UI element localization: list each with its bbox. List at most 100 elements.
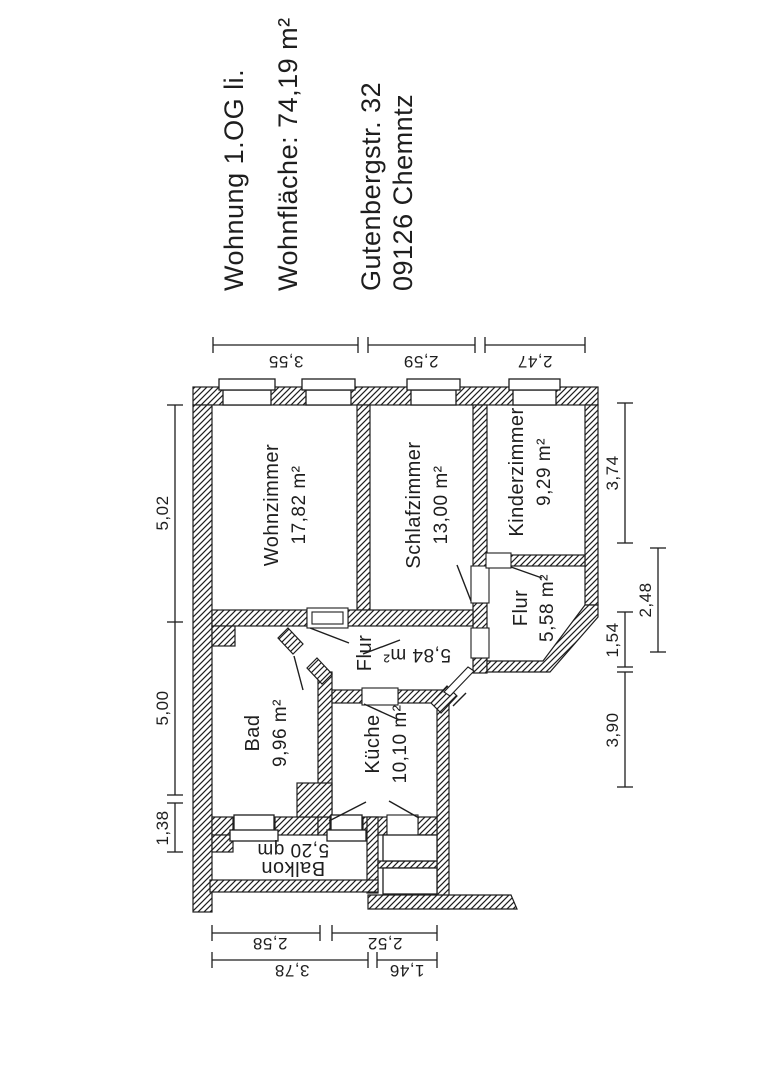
wall-segment	[211, 625, 236, 647]
street-label: Gutenbergstr. 32	[356, 82, 386, 291]
stair-boxes	[382, 834, 438, 895]
dim-top-3: 2,47	[517, 352, 552, 371]
wall-segment	[472, 404, 488, 569]
door-swing-lines	[293, 564, 543, 822]
stair-box	[382, 867, 438, 895]
room-label-kueche: Küche 10,10 m²	[362, 705, 411, 784]
wall-segment	[274, 816, 319, 836]
door-opening	[361, 687, 399, 706]
window-symbol	[229, 814, 279, 842]
window-symbol	[301, 378, 356, 406]
wall-segment	[366, 816, 379, 894]
room-label-flur-klein: Flur 5,58 m²	[510, 574, 558, 642]
dim-bottom-2b: 1,46	[389, 961, 424, 980]
wall-segment	[472, 602, 488, 631]
door-swing-line	[309, 627, 350, 644]
door-opening	[311, 611, 344, 625]
city-label: 09126 Chemntz	[388, 94, 418, 291]
door-swing-line	[510, 566, 543, 579]
door-openings	[306, 552, 512, 837]
dim-right-1: 3,74	[603, 455, 622, 490]
wall-segment	[356, 404, 371, 611]
room-area: 9,96 m²	[270, 699, 291, 767]
room-label-wohnzimmer: Wohnzimmer 17,82 m²	[261, 444, 310, 566]
room-name: Balkon	[261, 857, 325, 879]
wall-segment	[347, 609, 474, 627]
living-area-label: Wohnfläche: 74,19 m²	[273, 17, 303, 291]
dim-left-1: 5,02	[153, 495, 172, 530]
room-name: Bad	[242, 714, 264, 751]
entrance-door-leaf	[443, 666, 475, 697]
room-labels: Wohnzimmer 17,82 m² Schlafzimmer 13,00 m…	[242, 407, 558, 879]
room-area: 10,10 m²	[390, 705, 411, 784]
wall-segment	[509, 554, 586, 567]
window-symbol	[406, 378, 461, 406]
room-area: 5,58 m²	[537, 574, 558, 642]
room-area: 17,82 m²	[289, 466, 310, 545]
dim-left-2: 5,00	[153, 690, 172, 725]
door-swing-line	[328, 801, 367, 822]
wall-segment	[211, 609, 308, 627]
dim-right-2: 1,54	[603, 622, 622, 657]
room-label-schlafzimmer: Schlafzimmer 13,00 m²	[403, 441, 452, 568]
wall-bottom-extension	[367, 894, 518, 910]
wall-diagonal-bad-1	[277, 627, 304, 655]
window-symbol	[508, 378, 561, 406]
door-opening	[306, 607, 349, 629]
dim-top-2: 2,59	[403, 352, 438, 371]
room-name: Wohnzimmer	[261, 444, 283, 566]
dim-right-3: 3,90	[603, 712, 622, 747]
room-area: 5,84 m²	[383, 644, 451, 665]
room-name: Flur	[354, 635, 376, 671]
wall-segment	[417, 816, 438, 836]
wall-segment	[192, 404, 213, 913]
room-name: Kinderzimmer	[506, 407, 528, 536]
stair-box	[382, 834, 438, 862]
wall-segment	[584, 404, 599, 606]
dim-right-inner: 2,48	[636, 582, 655, 617]
apartment-unit-label: Wohnung 1.OG li.	[219, 69, 249, 291]
window-symbol	[218, 378, 276, 406]
title-block: Wohnung 1.OG li. Wohnfläche: 74,19 m² Gu…	[219, 17, 418, 291]
label-leader-line	[362, 639, 401, 655]
dim-bottom-2a: 3,78	[274, 961, 309, 980]
dim-top-1: 3,55	[268, 352, 303, 371]
dim-bottom-1b: 2,52	[367, 934, 402, 953]
room-area: 13,00 m²	[431, 466, 452, 545]
windows	[218, 378, 561, 842]
wall-diagonal-bad-2	[306, 657, 333, 685]
door-opening	[485, 552, 512, 569]
dim-left-3: 1,38	[153, 810, 172, 845]
wall-corner-diagonal	[486, 604, 599, 673]
room-area: 5,20 qm	[257, 839, 329, 860]
wall-segment	[192, 386, 599, 406]
room-label-flur-gross: Flur 5,84 m²	[354, 635, 451, 671]
wall-segment	[331, 689, 363, 704]
balcony-parapet	[209, 879, 379, 893]
duct-block	[296, 782, 333, 818]
room-name: Küche	[362, 714, 384, 773]
dim-bottom-1a: 2,58	[252, 934, 287, 953]
wall-segment	[436, 702, 450, 910]
wall-segment	[472, 657, 488, 674]
door-opening	[386, 814, 419, 837]
door-opening	[470, 627, 490, 659]
door-swing-line	[452, 692, 467, 707]
door-swing-line	[293, 655, 304, 691]
room-area: 9,29 m²	[534, 438, 555, 506]
door-swing-line	[388, 800, 420, 819]
room-name: Schlafzimmer	[403, 441, 425, 568]
dimension-lines	[167, 337, 666, 968]
wall-segment	[377, 860, 438, 869]
door-swing-line	[456, 564, 472, 602]
room-label-bad: Bad 9,96 m²	[242, 699, 291, 767]
room-label-balkon: 5,20 qm Balkon	[257, 839, 329, 879]
walls	[192, 386, 599, 913]
door-opening	[470, 565, 490, 604]
wall-segment	[211, 834, 234, 853]
door-swing-line	[363, 703, 398, 720]
room-name: Flur	[510, 590, 532, 626]
window-symbol	[326, 814, 367, 842]
